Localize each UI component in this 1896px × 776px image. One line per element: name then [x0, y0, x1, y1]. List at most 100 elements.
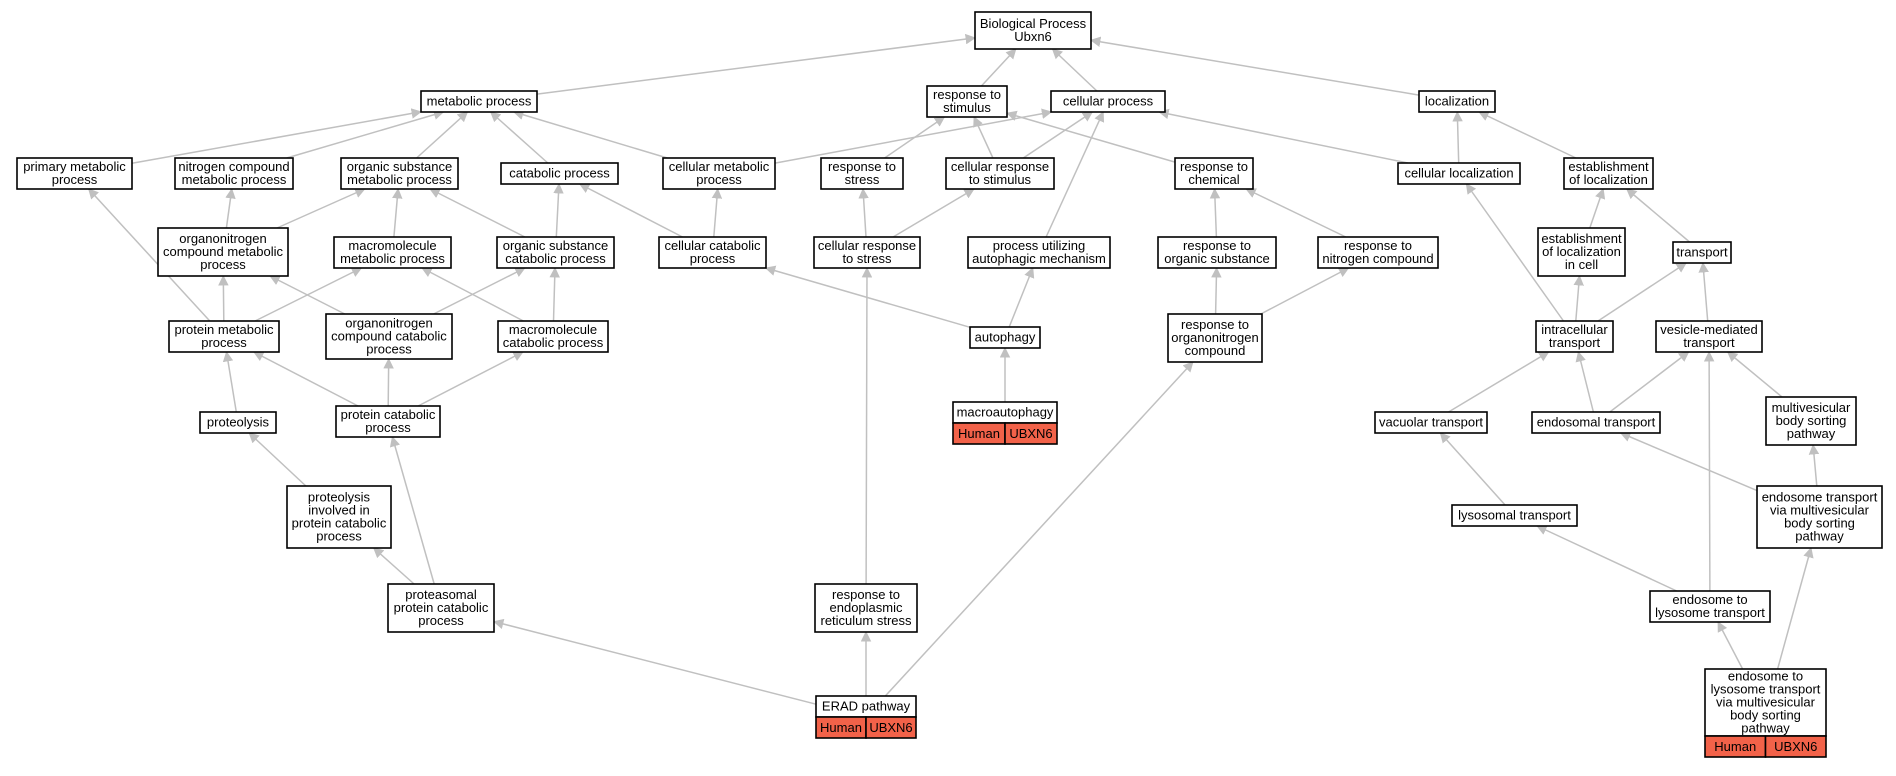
- gene-label: UBXN6: [1009, 426, 1052, 441]
- node-endo-trans[interactable]: endosomal transport: [1531, 411, 1661, 434]
- node-proteolysis[interactable]: proteolysis: [199, 411, 277, 434]
- node-catabolic[interactable]: catabolic process: [500, 162, 619, 185]
- node-box: [286, 485, 392, 549]
- node-label-line: macroautophagy: [957, 405, 1054, 420]
- edge-prot-cat-to-prot-met: [252, 351, 359, 407]
- node-label-line: nitrogen compound: [1322, 251, 1433, 266]
- node-box: [974, 11, 1092, 50]
- node-label-line: metabolic process: [340, 251, 445, 266]
- node-transport[interactable]: transport: [1672, 241, 1732, 264]
- node-label-line: protein catabolic: [292, 516, 387, 531]
- node-label-line: process: [52, 172, 98, 187]
- node-label-line: cellular localization: [1404, 166, 1513, 181]
- node-vac-trans[interactable]: vacuolar transport: [1374, 411, 1488, 434]
- node-label-line: process: [365, 420, 411, 435]
- node-label-line: via multivesicular: [1716, 695, 1816, 710]
- node-label-line: endosomal transport: [1537, 415, 1656, 430]
- node-label-line: Biological Process: [980, 16, 1087, 31]
- node-box: [500, 162, 619, 185]
- node-lyso-trans[interactable]: lysosomal transport: [1451, 504, 1578, 527]
- edge-cellular-proc-to-root: [1051, 48, 1098, 92]
- node-cellular-proc[interactable]: cellular process: [1050, 90, 1166, 113]
- edge-orgN-cat-to-orgN-met: [269, 275, 346, 315]
- node-label-line: response to: [1181, 317, 1249, 332]
- node-box: [1535, 320, 1614, 353]
- node-label-line: vesicle-mediated: [1660, 322, 1758, 337]
- node-label-line: compound catabolic: [331, 329, 447, 344]
- node-box: [926, 85, 1008, 118]
- node-metabolic[interactable]: metabolic process: [420, 90, 538, 113]
- node-label-line: establishment: [1568, 159, 1649, 174]
- node-box: [969, 326, 1041, 349]
- edge-macro-cat-to-macro-met: [421, 267, 524, 322]
- node-localization[interactable]: localization: [1418, 90, 1496, 113]
- edge-primary-met-to-metabolic: [131, 108, 423, 165]
- node-box: [16, 157, 133, 190]
- edge-catabolic-to-metabolic: [489, 111, 549, 164]
- node-label-line: cellular process: [1063, 94, 1154, 109]
- node-label-line: endoplasmic: [830, 600, 903, 615]
- node-label-line: process: [316, 529, 362, 544]
- edge-prot-met-to-primary-met: [87, 188, 211, 322]
- node-label-line: organic substance: [503, 238, 609, 253]
- node-cell-loc[interactable]: cellular localization: [1397, 162, 1521, 185]
- edge-org-sub-cat-to-org-sub-met: [429, 188, 526, 238]
- edge-cell-cat-to-cell-met: [711, 187, 723, 238]
- node-box: [157, 227, 289, 277]
- node-label-line: proteolysis: [207, 415, 270, 430]
- node-box: [820, 157, 904, 190]
- node-label-line: intracellular: [1541, 322, 1608, 337]
- edge-org-sub-met-to-metabolic: [416, 111, 469, 159]
- gene-cell: [1004, 422, 1058, 445]
- node-box: [1418, 90, 1496, 113]
- node-box: [1174, 157, 1254, 190]
- node-box: [333, 236, 452, 269]
- node-label-line: to stress: [842, 251, 892, 266]
- edge-orgN-met-to-nitrogen-met: [225, 187, 236, 229]
- node-label-line: process utilizing: [993, 238, 1086, 253]
- node-autophagy[interactable]: autophagy: [969, 326, 1041, 349]
- node-label-line: response to: [1183, 238, 1251, 253]
- node-box: [1157, 236, 1277, 269]
- node-box: [1649, 590, 1771, 623]
- node-box: [1672, 241, 1732, 264]
- node-label-line: compound metabolic: [163, 244, 283, 259]
- edge-cell-resp-stim-to-resp-stim: [973, 116, 994, 159]
- edge-localization-to-root: [1089, 36, 1420, 96]
